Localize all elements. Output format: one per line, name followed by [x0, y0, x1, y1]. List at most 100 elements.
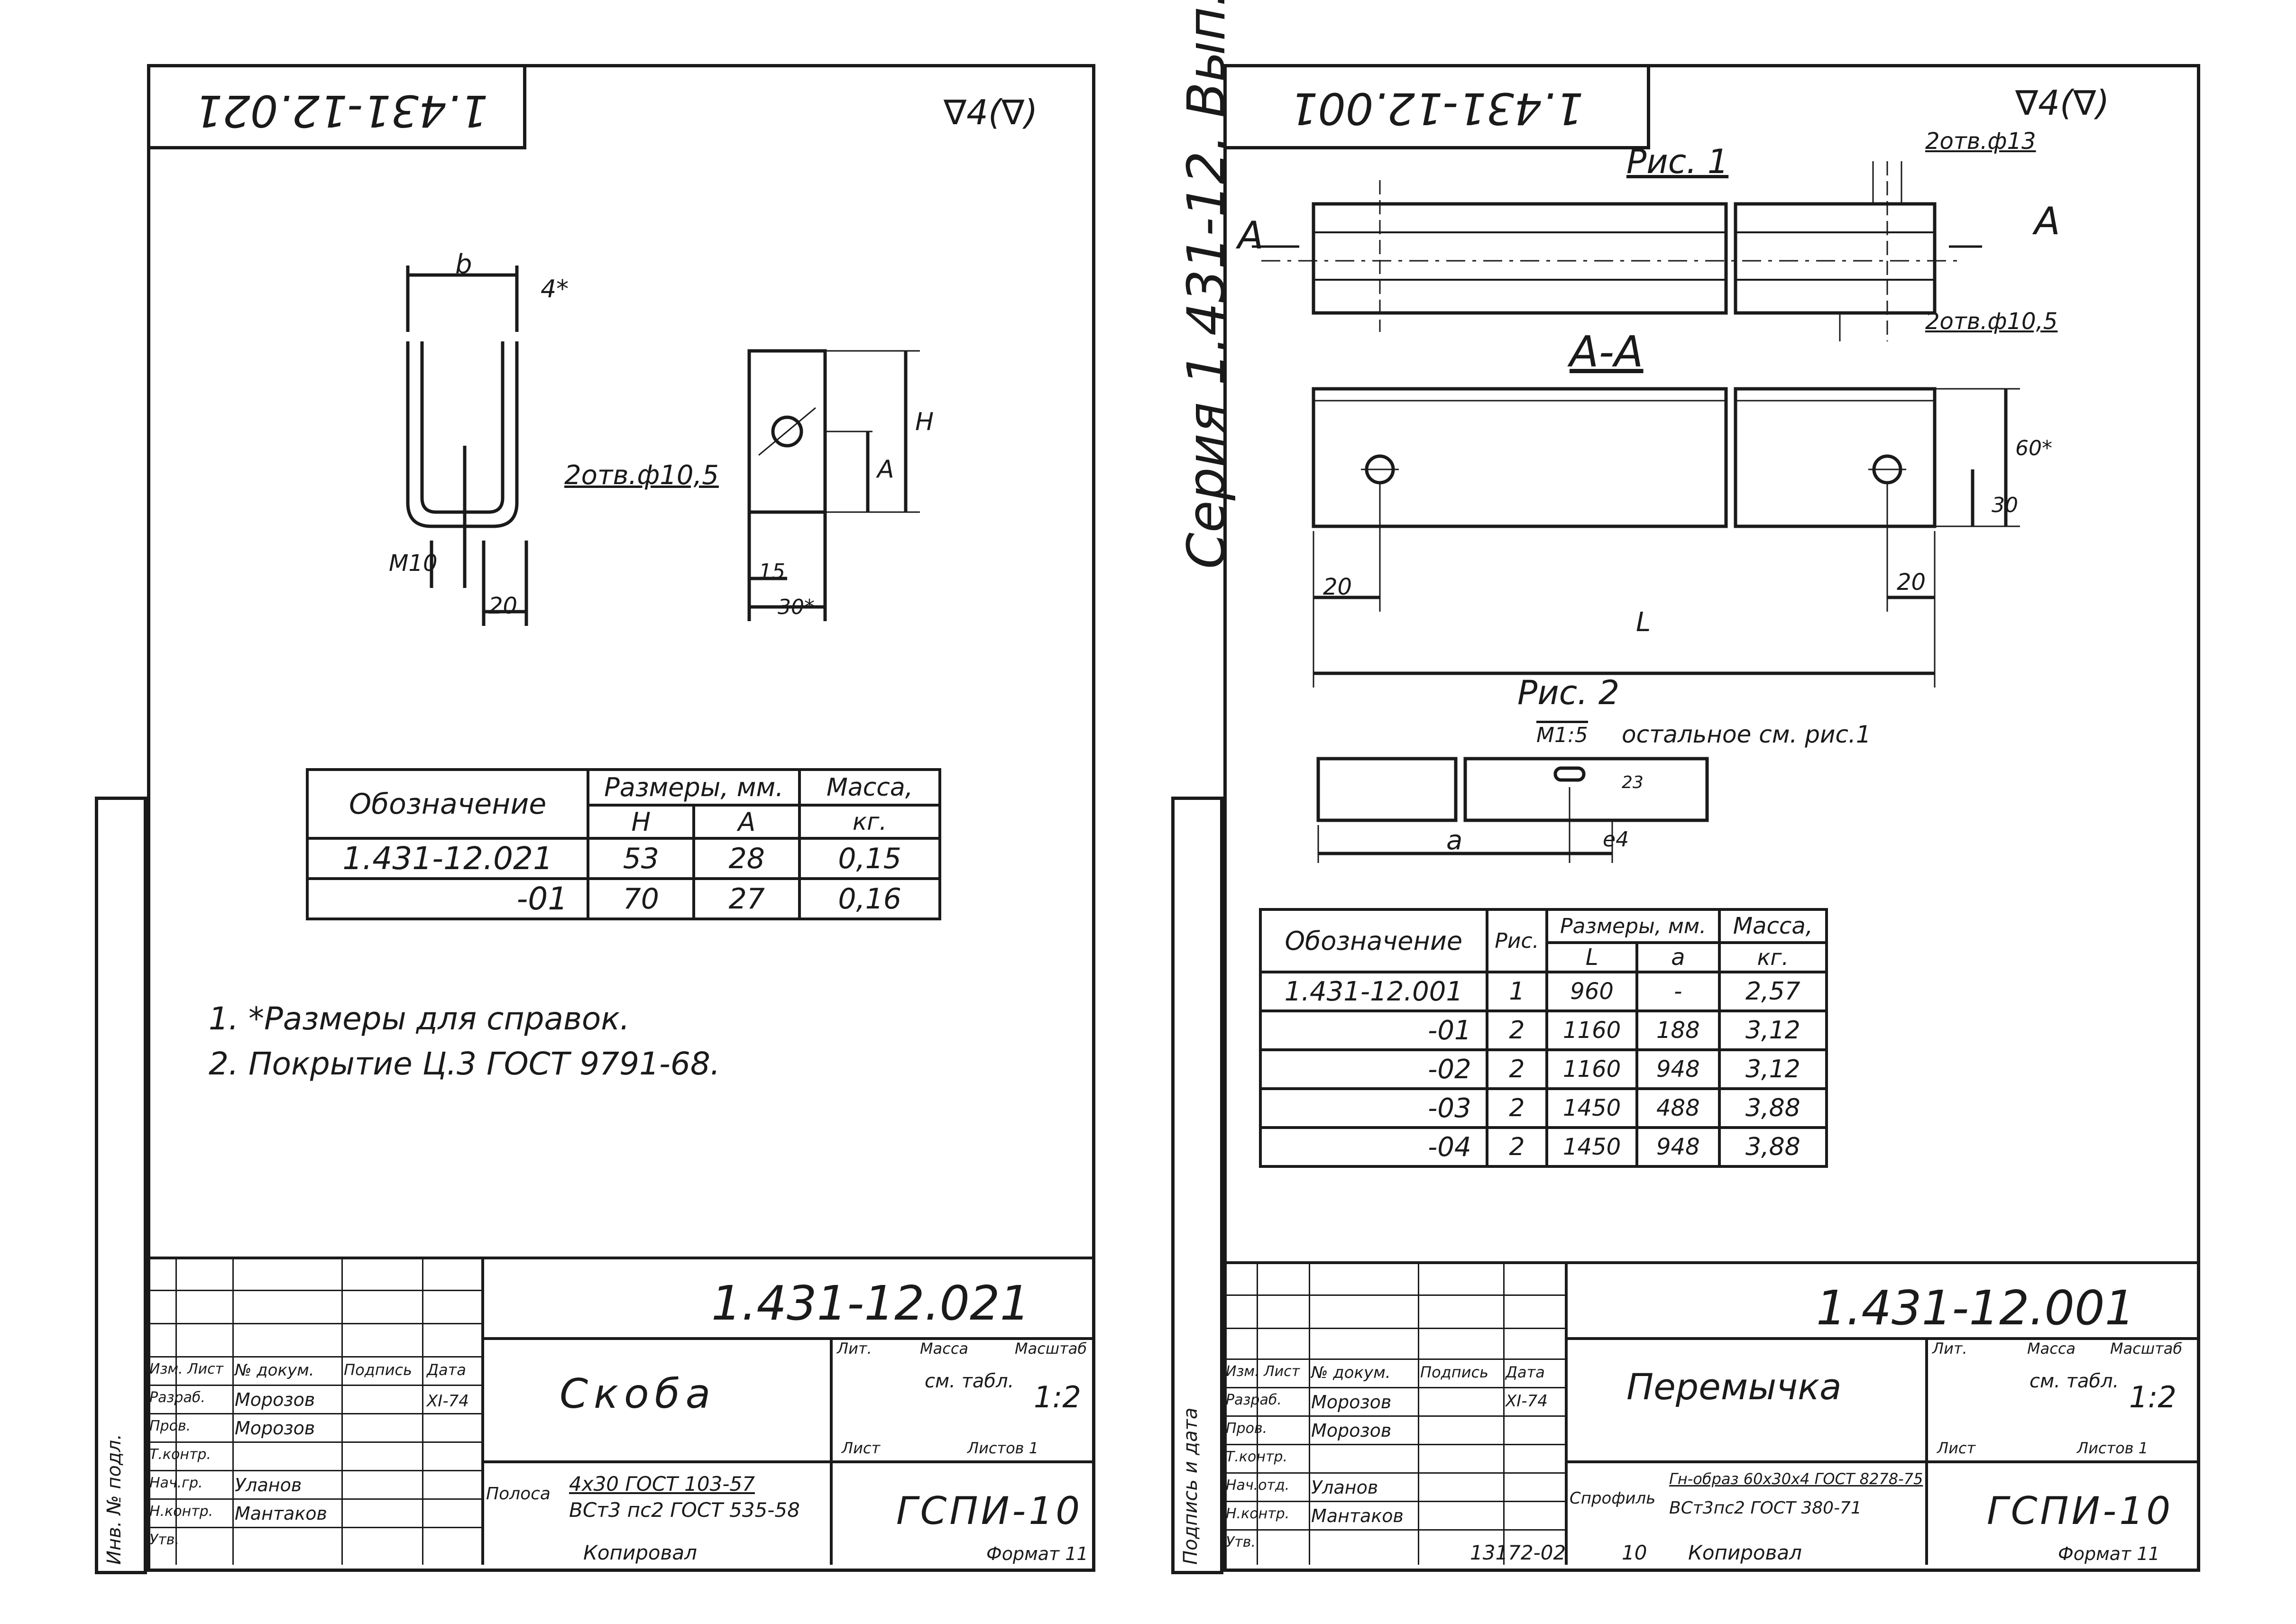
left-note-2: 2. Покрытие Ц.3 ГОСТ 9791-68.	[209, 1046, 720, 1082]
left-tb-top	[147, 1257, 1095, 1259]
right-bottom-left: 13172-02	[1470, 1541, 1566, 1564]
section-mark-left: А	[1238, 213, 1264, 257]
right-row1-mass: 2,57	[1717, 971, 1828, 1012]
right-grid-h6	[1223, 1444, 1565, 1445]
right-date: XI-74	[1506, 1392, 1548, 1411]
table-row: -03 2 1450 488 3,88	[1259, 1087, 1828, 1129]
left-th-mass: Масса,	[798, 768, 941, 807]
left-holes-label: 2отв.ф10,5	[564, 460, 719, 491]
left-row2-A: 27	[692, 877, 801, 920]
left-dim-15: 15	[759, 560, 785, 584]
left-tb-lit: Лит.	[837, 1340, 872, 1358]
right-row2-a: 188	[1635, 1009, 1721, 1051]
right-grid-h9	[1223, 1529, 1565, 1531]
right-top-code-box	[1223, 64, 1650, 149]
left-row2-mass: 0,16	[798, 877, 941, 920]
left-tb-material-2: ВСт3 пс2 ГОСТ 535-58	[569, 1498, 800, 1522]
right-grid-v2	[1309, 1261, 1310, 1565]
right-th-mass-unit: кг.	[1717, 941, 1828, 973]
right-row5-a: 948	[1635, 1126, 1721, 1168]
left-tb-sep	[481, 1257, 484, 1565]
left-dim-H: Н	[915, 408, 934, 436]
right-row4-designation: -03	[1259, 1087, 1488, 1129]
right-person-2: Морозов	[1311, 1420, 1392, 1441]
right-bottom-text: Копировал	[1688, 1541, 1802, 1564]
left-tb-name: Скоба	[560, 1370, 716, 1418]
right-tb-material-line	[1565, 1460, 1925, 1463]
right-role-5: Н.контр.	[1226, 1505, 1290, 1522]
left-tb-masshtab: Масштаб	[1015, 1340, 1087, 1358]
left-row1-A: 28	[692, 837, 801, 880]
left-bottom-text: Копировал	[583, 1541, 697, 1564]
right-row1-L: 960	[1545, 971, 1638, 1012]
left-th-H: Н	[587, 804, 696, 840]
left-sign-header: Подпись	[344, 1361, 412, 1379]
right-date-header: Дата	[1506, 1363, 1545, 1381]
right-row2-L: 1160	[1545, 1009, 1638, 1051]
right-tb-name: Перемычка	[1626, 1366, 1842, 1408]
left-tb-list: Лист	[842, 1439, 881, 1457]
right-row3-designation: -02	[1259, 1048, 1488, 1090]
right-tb-sep	[1565, 1261, 1568, 1565]
right-grid-h3	[1223, 1358, 1565, 1360]
left-sheet-frame	[147, 64, 1095, 1572]
left-role-5: Н.контр.	[149, 1503, 213, 1520]
left-row1-mass: 0,15	[798, 837, 941, 880]
right-tb-massa: Масса	[2027, 1340, 2076, 1358]
right-tb-mass-value: см. табл.	[2030, 1370, 2119, 1392]
right-tb-top	[1223, 1261, 2200, 1264]
right-th-designation: Обозначение	[1259, 908, 1488, 973]
left-clip-drawing	[406, 266, 528, 626]
left-tb-material-1: 4х30 ГОСТ 103-57	[569, 1472, 755, 1496]
dim-L: L	[1636, 607, 1651, 638]
right-role-3: Т.контр.	[1226, 1449, 1288, 1465]
right-tb-scale: 1:2	[2129, 1380, 2177, 1414]
dim-20-left: 20	[1323, 574, 1352, 600]
right-tb-code: 1.431-12.001	[1816, 1280, 2135, 1336]
left-tb-material-line	[481, 1460, 830, 1463]
left-role-4: Нач.гр.	[149, 1475, 203, 1491]
dim-30: 30	[1992, 493, 2018, 517]
left-dim-30: 30*	[778, 595, 815, 619]
right-grid-h7	[1223, 1472, 1565, 1474]
right-grid-h2	[1223, 1328, 1565, 1329]
right-sheet-frame	[1223, 64, 2200, 1572]
left-dim-A: А	[877, 455, 894, 484]
dim-e4: e4	[1603, 827, 1629, 852]
left-person-2: Морозов	[235, 1418, 315, 1439]
left-side-view	[747, 349, 920, 621]
left-role-0: Изм. Лист	[149, 1361, 224, 1377]
left-grid-h1	[147, 1290, 481, 1291]
left-grid-h4	[147, 1385, 481, 1386]
right-tb-material-1: Гн-образ 60х30х4 ГОСТ 8278-75	[1669, 1470, 1923, 1488]
left-tb-mass-value: см. табл.	[925, 1370, 1014, 1392]
left-margin-label: Инв. № подл.	[103, 1434, 125, 1565]
left-grid-h6	[147, 1441, 481, 1443]
right-row2-mass: 3,12	[1717, 1009, 1828, 1051]
left-grid-h5	[147, 1413, 481, 1414]
left-grid-v2	[232, 1257, 234, 1565]
right-row5-mass: 3,88	[1717, 1126, 1828, 1168]
right-tb-list: Лист	[1937, 1439, 1976, 1457]
right-th-mass: Масса,	[1717, 908, 1828, 944]
left-th-mass-unit: кг.	[798, 804, 941, 840]
left-tb-name-sep	[830, 1337, 833, 1565]
right-th-a: a	[1635, 941, 1721, 973]
right-row4-L: 1450	[1545, 1087, 1638, 1129]
right-tb-masshtab: Масштаб	[2110, 1340, 2183, 1358]
left-grid-h9	[147, 1527, 481, 1528]
left-roughness-mark: ∇4(∇)	[944, 92, 1038, 132]
left-role-1: Разраб.	[149, 1389, 205, 1406]
left-grid-v3	[341, 1257, 343, 1565]
right-tb-name-sep	[1925, 1337, 1928, 1565]
right-format: Формат 11	[2058, 1543, 2160, 1564]
left-grid-v4	[422, 1257, 423, 1565]
left-date: XI-74	[427, 1392, 469, 1411]
right-row5-fig: 2	[1485, 1126, 1549, 1168]
right-person-1: Морозов	[1311, 1392, 1392, 1413]
left-grid-h8	[147, 1498, 481, 1500]
left-grid-h3	[147, 1356, 481, 1358]
left-grid-h2	[147, 1323, 481, 1324]
right-grid-h5	[1223, 1415, 1565, 1417]
